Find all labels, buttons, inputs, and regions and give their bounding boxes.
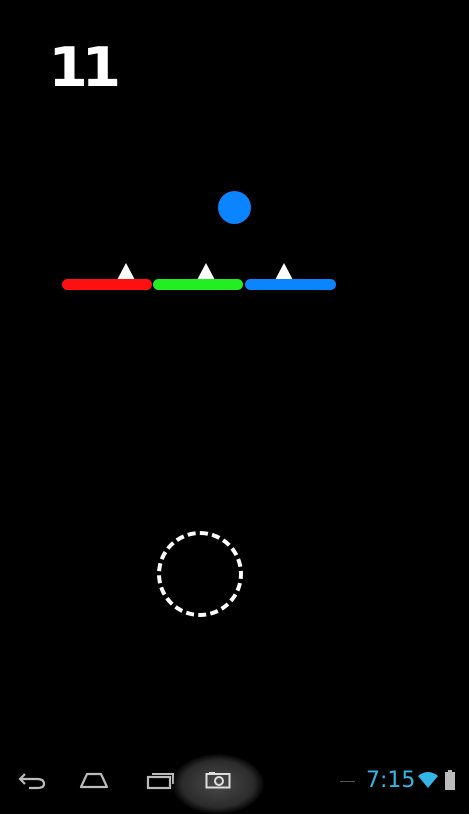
score-counter: 11 <box>48 36 121 99</box>
wifi-icon <box>418 772 438 788</box>
status-divider <box>340 781 355 782</box>
home-icon <box>79 772 109 789</box>
recent-apps-icon <box>146 773 174 790</box>
screenshot-button[interactable] <box>172 754 264 814</box>
home-button[interactable] <box>72 760 116 800</box>
screenshot-icon <box>205 772 231 789</box>
battery-icon <box>445 770 455 790</box>
game-canvas[interactable]: 11 <box>0 0 469 760</box>
status-clock: 7:15 <box>366 768 416 793</box>
player-ball <box>218 191 251 224</box>
spike-green <box>197 263 215 280</box>
bar-red <box>62 279 152 290</box>
target-ring[interactable] <box>157 531 243 617</box>
bar-blue <box>245 279 336 290</box>
bar-green <box>153 279 243 290</box>
back-button[interactable] <box>10 760 54 800</box>
spike-blue <box>275 263 293 280</box>
back-icon <box>18 773 46 790</box>
spike-red <box>117 263 135 280</box>
